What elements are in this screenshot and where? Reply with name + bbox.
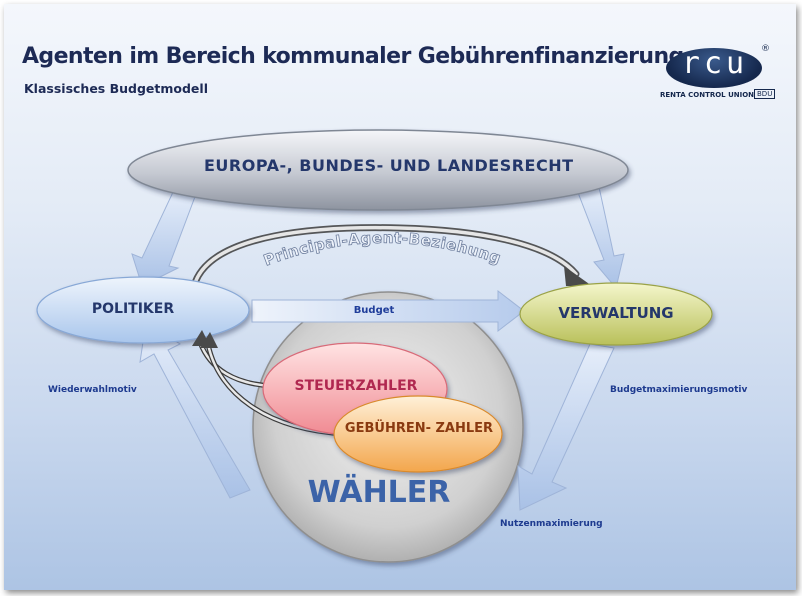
waehler-label: WÄHLER <box>307 475 451 510</box>
rcu-logo: rcu ® RENTA CONTROL UNION BDU <box>660 44 790 104</box>
politiker-ellipse <box>36 276 250 344</box>
page-subtitle: Klassisches Budgetmodell <box>24 81 208 96</box>
principal-agent-arrow-inner <box>192 225 578 288</box>
arrow-law-to-verwaltung <box>576 186 625 290</box>
logo-oval <box>666 48 762 88</box>
budget-label: Budget <box>353 305 395 316</box>
wiederwahlmotiv-label: Wiederwahlmotiv <box>48 385 137 395</box>
gebuehrenzahler-label: GEBÜHREN- ZAHLER <box>344 421 494 436</box>
budgetmaximierungsmotiv-label: Budgetmaximierungsmotiv <box>610 385 748 395</box>
slide: Agenten im Bereich kommunaler Gebührenfi… <box>4 4 796 590</box>
law-ellipse <box>127 129 629 211</box>
logo-registered-mark: ® <box>761 44 770 54</box>
law-label: EUROPA-, BUNDES- UND LANDESRECHT <box>204 156 574 175</box>
verwaltung-ellipse <box>519 282 713 346</box>
principal-agent-arrowhead <box>564 266 592 286</box>
politiker-label: POLITIKER <box>91 301 175 317</box>
arrow-law-to-politiker <box>131 189 197 287</box>
arrow-verwaltung-to-waehler <box>517 343 615 511</box>
logo-bdu-badge: BDU <box>754 89 776 99</box>
arrow-waehler-to-politiker <box>139 321 251 499</box>
diagram-canvas: Principal-Agent-Beziehung <box>36 129 713 563</box>
verwaltung-label: VERWALTUNG <box>558 304 674 322</box>
logo-subline: RENTA CONTROL UNION <box>660 91 755 99</box>
nutzenmaximierung-label: Nutzenmaximierung <box>500 519 603 529</box>
steuerzahler-label: STEUERZAHLER <box>294 378 418 394</box>
logo-text: rcu <box>681 46 749 81</box>
gebuehrenzahler-arrowhead <box>200 332 218 348</box>
page-title: Agenten im Bereich kommunaler Gebührenfi… <box>22 44 684 69</box>
arrow-budget <box>251 289 525 333</box>
gebuehrenzahler-ellipse <box>333 395 503 473</box>
